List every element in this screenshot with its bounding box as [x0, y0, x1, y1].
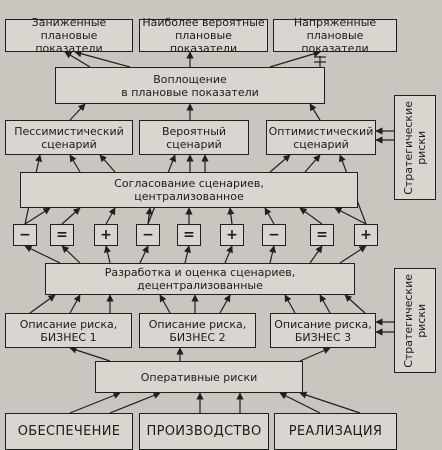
arrow [64, 51, 91, 68]
risk-description-business-2: Описание риска, БИЗНЕС 2 [139, 313, 256, 348]
arrow [284, 294, 296, 314]
embodiment-box: Воплощение в плановые показатели [55, 67, 325, 104]
arrow [61, 245, 81, 264]
arrow [99, 154, 116, 173]
arrow [105, 207, 116, 225]
arrow [61, 207, 81, 225]
sign-equal-2: = [177, 224, 201, 246]
arrow [344, 294, 366, 314]
arrow [29, 294, 56, 314]
function-supply: ОБЕСПЕЧЕНИЕ [5, 413, 133, 450]
risk-description-business-1: Описание риска, БИЗНЕС 1 [5, 313, 132, 348]
arrow [299, 347, 331, 362]
scenario-optimistic: Оптимистический сценарий [266, 120, 376, 155]
arrow [269, 154, 291, 173]
output-understated: Заниженные плановые показатели [5, 16, 133, 55]
risk-description-business-3: Описание риска, БИЗНЕС 3 [270, 313, 376, 348]
arrow [224, 245, 233, 264]
arrow [145, 207, 153, 225]
arrow [269, 50, 321, 68]
arrow [299, 391, 361, 414]
arrow [184, 245, 192, 264]
development-box: Разработка и оценка сценариев, децентрал… [45, 263, 355, 295]
coordination-box: Согласование сценариев, централизованное [20, 172, 358, 208]
sign-plus-3: + [354, 224, 378, 246]
arrow [334, 207, 367, 225]
arrow [309, 103, 321, 121]
output-stressed: Напряженные плановые показатели [273, 16, 397, 55]
sign-minus-1: − [13, 224, 37, 246]
arrow [69, 392, 121, 414]
arrow [279, 392, 321, 414]
operational-risks-box: Оперативные риски [95, 361, 303, 393]
sign-plus-2: + [220, 224, 244, 246]
arrow [74, 50, 131, 68]
scenario-probable: Вероятный сценарий [139, 120, 249, 155]
strategic-risks-bottom: Стратегические риски [394, 268, 436, 373]
sign-equal-3: = [310, 224, 334, 246]
arrow [103, 245, 111, 264]
arrow [227, 207, 235, 225]
arrow [69, 294, 81, 314]
function-production: ПРОИЗВОДСТВО [139, 413, 269, 450]
sign-minus-3: − [262, 224, 286, 246]
arrow [219, 294, 231, 314]
sign-plus-1: + [94, 224, 118, 246]
strategic-risks-top: Стратегические риски [394, 95, 436, 200]
arrow [304, 154, 321, 173]
arrow [159, 294, 171, 314]
function-sales: РЕАЛИЗАЦИЯ [274, 413, 397, 450]
arrow [24, 207, 51, 225]
arrow [264, 207, 275, 225]
output-most-probable: Наиболее вероятные плановые показатели [139, 16, 268, 55]
arrow [24, 245, 61, 264]
arrow [319, 294, 331, 314]
arrow [109, 392, 161, 414]
sign-minus-2: − [136, 224, 160, 246]
scenario-pessimistic: Пессимистический сценарий [5, 120, 133, 155]
arrow [339, 245, 367, 264]
arrow [69, 346, 111, 362]
arrow [299, 207, 323, 225]
sign-equal-1: = [50, 224, 74, 246]
arrow [139, 245, 149, 264]
arrow [269, 245, 277, 264]
arrow [69, 154, 81, 173]
arrow [309, 245, 323, 264]
arrow [69, 103, 86, 121]
